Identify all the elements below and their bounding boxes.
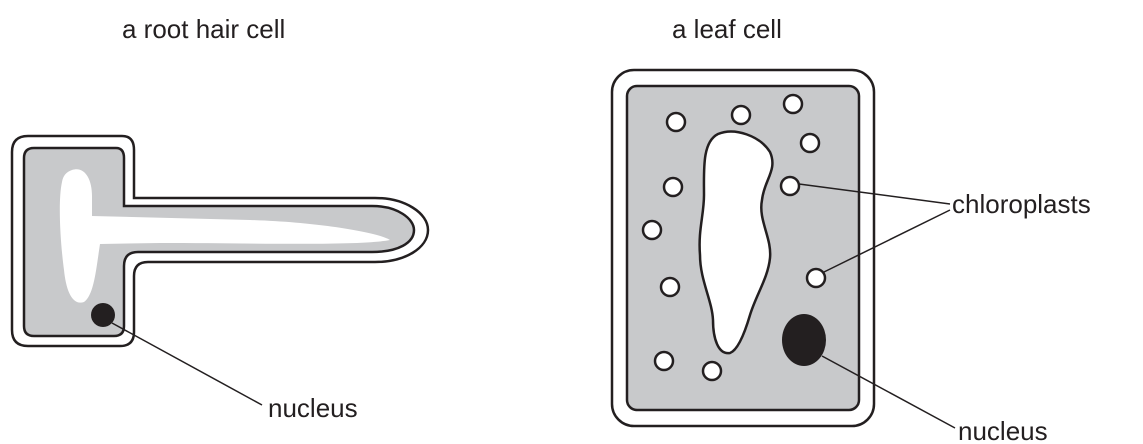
leaf-cell-nucleus: [782, 314, 826, 366]
root-hair-nucleus: [91, 303, 115, 327]
chloroplasts-label: chloroplasts: [952, 189, 1091, 219]
leaf-cell-title: a leaf cell: [672, 14, 782, 44]
root-hair-cell-title: a root hair cell: [122, 14, 285, 44]
chloroplast: [784, 95, 802, 113]
chloroplast: [661, 278, 679, 296]
chloroplast: [664, 178, 682, 196]
leaf-cell: a leaf cell chloroplasts nuc: [612, 14, 1091, 444]
chloroplast: [807, 269, 825, 287]
root-nucleus-leader-line: [112, 323, 262, 405]
chloroplast: [781, 177, 799, 195]
chloroplast: [667, 113, 685, 131]
root-nucleus-label: nucleus: [268, 393, 358, 423]
chloroplast: [655, 352, 673, 370]
chloroplast: [643, 221, 661, 239]
chloroplast: [732, 106, 750, 124]
root-hair-cell: a root hair cell nucleus: [12, 14, 428, 423]
chloroplast: [801, 134, 819, 152]
leaf-nucleus-label: nucleus: [958, 416, 1048, 444]
chloroplast: [703, 362, 721, 380]
